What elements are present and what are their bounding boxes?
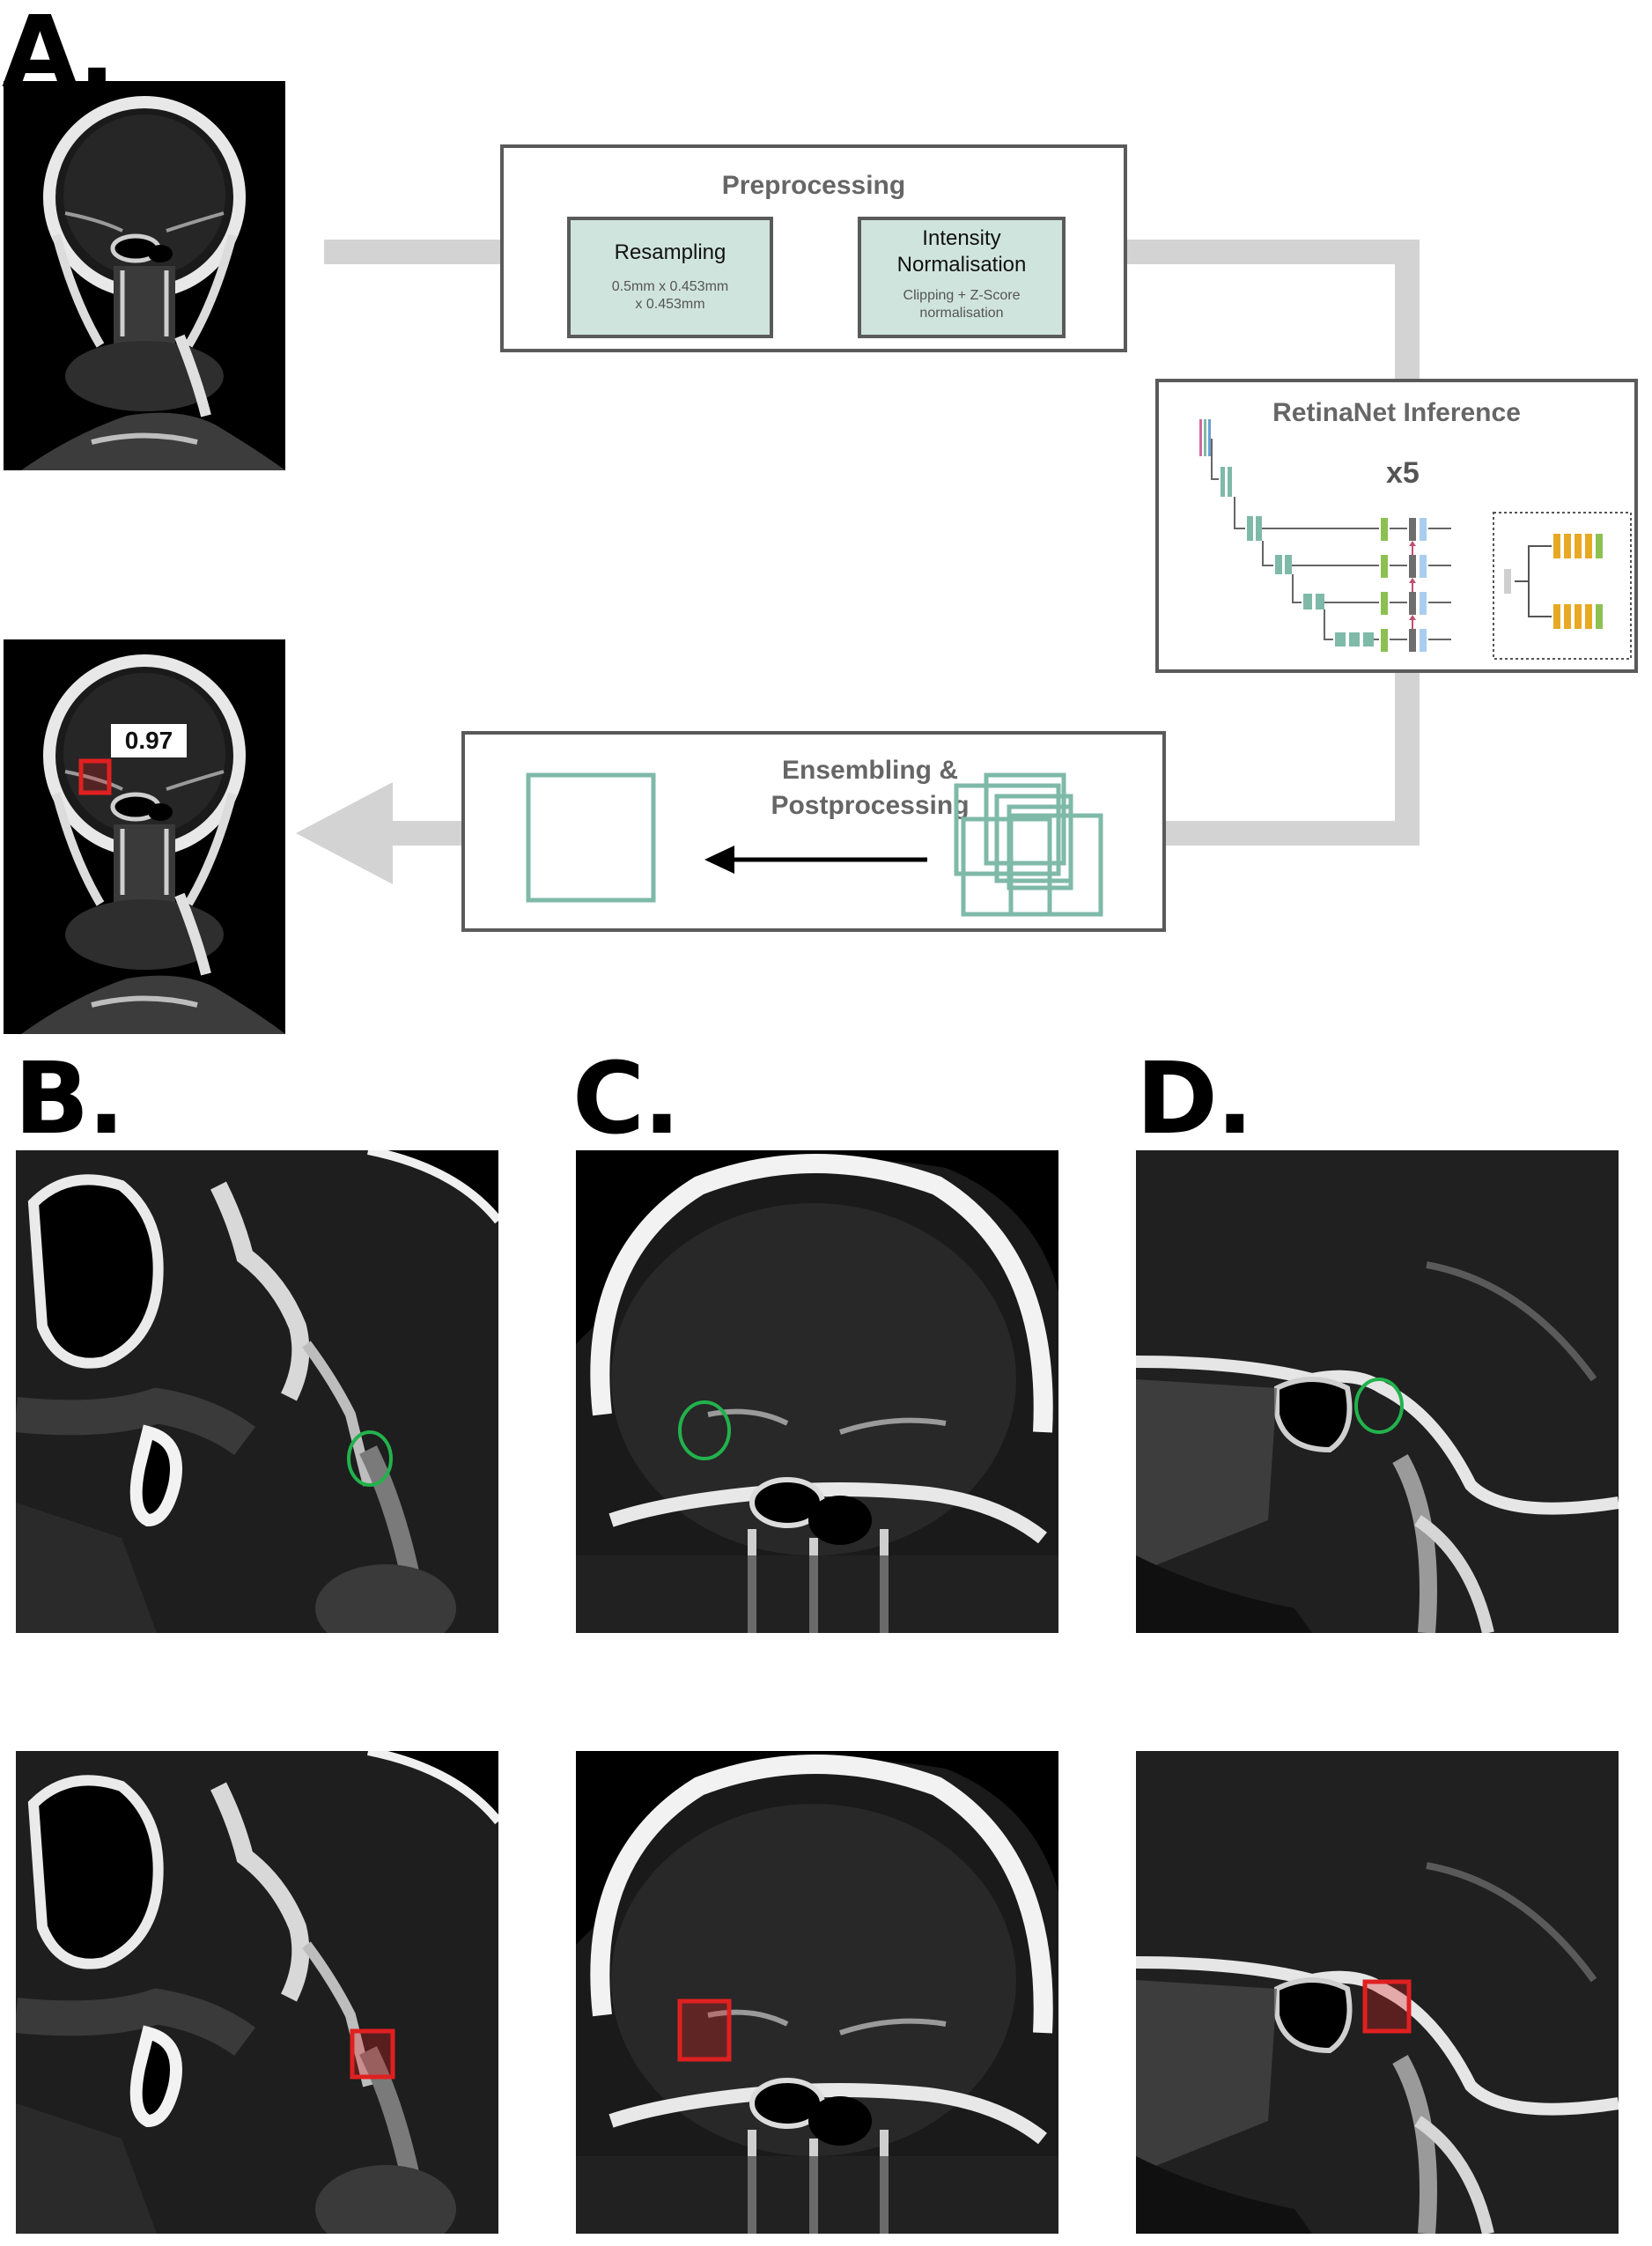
ensembling-title-2: Postprocessing <box>771 791 970 820</box>
panel-d-prediction-image <box>1136 1751 1619 2234</box>
panel-b-prediction-image <box>16 1751 498 2234</box>
intensity-title-2: Normalisation <box>896 253 1027 277</box>
panel-c-ground-truth-image <box>576 1150 1058 1633</box>
panel-d-ground-truth-image <box>1136 1150 1619 1633</box>
ensembling-box: Ensembling & Postprocessing <box>461 731 1166 932</box>
output-ct-image <box>4 639 285 1034</box>
intensity-detail-2: normalisation <box>919 306 1004 321</box>
retinanet-multiplier: x5 <box>1386 456 1420 490</box>
panel-b-ground-truth-image <box>16 1150 498 1633</box>
panel-c-prediction-image <box>576 1751 1058 2234</box>
resampling-title: Resampling <box>614 240 726 264</box>
prediction-box <box>1362 1979 1412 2034</box>
ground-truth-circle <box>347 1430 393 1487</box>
resampling-detail-1: 0.5mm x 0.453mm <box>611 279 729 294</box>
pipeline-connector-top <box>1127 240 1420 264</box>
pipeline-connector-right-lower <box>1395 669 1420 846</box>
pipeline-connector-input <box>324 240 500 264</box>
ensembling-graphic <box>526 772 1103 917</box>
preprocessing-title: Preprocessing <box>721 171 906 200</box>
pipeline-connector-bottom <box>1166 821 1420 846</box>
retinanet-architecture-diagram <box>1199 419 1632 660</box>
output-arrow-head <box>296 782 393 884</box>
intensity-title-1: Intensity <box>922 226 1001 250</box>
arrow-left-icon <box>704 846 734 874</box>
prediction-box <box>677 1998 732 2062</box>
input-ct-image <box>4 81 285 470</box>
panel-label-b: B. <box>14 1042 125 1156</box>
pipeline-connector-right-down <box>1395 240 1420 379</box>
resampling-detail-2: x 0.453mm <box>635 297 705 312</box>
panel-label-d: D. <box>1136 1042 1254 1156</box>
pipeline-connector-output <box>379 821 467 846</box>
detection-score-label: 0.97 <box>111 724 187 757</box>
ensembling-title-1: Ensembling & <box>781 756 959 785</box>
retinanet-title: RetinaNet Inference <box>1272 398 1521 427</box>
intensity-detail-1: Clipping + Z-Score <box>903 288 1021 303</box>
ground-truth-circle <box>1354 1378 1404 1434</box>
final-box-icon <box>526 772 656 903</box>
retinanet-box: RetinaNet Inference x5 <box>1155 379 1638 673</box>
preprocessing-box: Preprocessing Resampling 0.5mm x 0.453mm… <box>500 144 1127 352</box>
intensity-normalisation-box: Intensity Normalisation Clipping + Z-Sco… <box>858 217 1066 338</box>
resampling-box: Resampling 0.5mm x 0.453mm x 0.453mm <box>567 217 773 338</box>
detection-box <box>78 758 112 795</box>
ensemble-boxes-icon <box>954 772 1103 917</box>
panel-label-c: C. <box>572 1042 681 1156</box>
ground-truth-circle <box>678 1400 731 1460</box>
prediction-box <box>350 2028 395 2080</box>
